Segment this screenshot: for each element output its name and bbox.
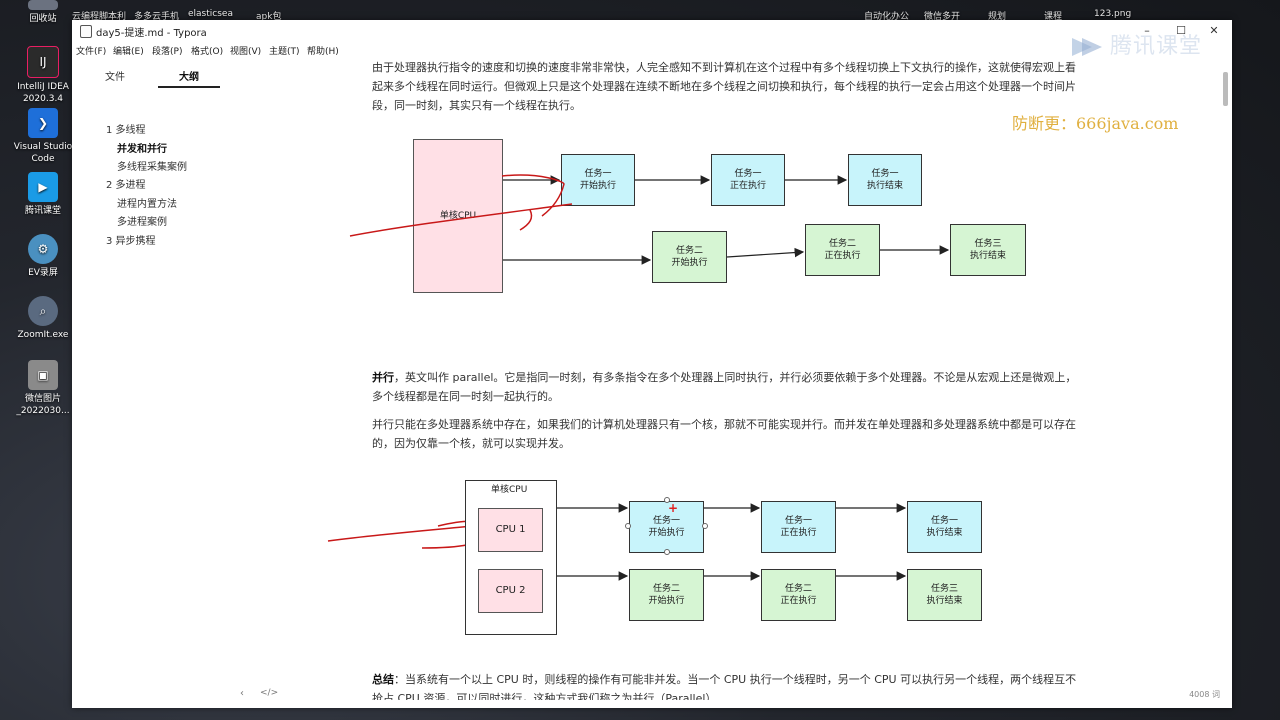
sidebar: 文件 大纲 1 多线程 并发和并行 多线程采集案例 2 多进程 进程内置方法 多… bbox=[72, 60, 302, 708]
diagram2-task1-end: 任务一 执行结束 bbox=[907, 501, 982, 553]
desktop-top-icons: 云编程脚本利 多多云手机 elasticsea apk包 自动化办公 微信多开 … bbox=[72, 0, 1280, 22]
desktop-top-icon-label[interactable]: 课程 bbox=[1044, 12, 1063, 22]
menu-theme[interactable]: 主题(T) bbox=[269, 47, 300, 57]
red-annotation bbox=[519, 209, 533, 231]
desktop-top-icon-label[interactable]: 规划 bbox=[988, 12, 1007, 22]
editor-content[interactable]: 由于处理器执行指令的速度和切换的速度非常非常快，人完全感知不到计算机在这个过程中… bbox=[302, 60, 1220, 700]
diagram2-task1-running: 任务一 正在执行 bbox=[761, 501, 836, 553]
menu-paragraph[interactable]: 段落(P) bbox=[152, 47, 183, 57]
diagram2-cpu1: CPU 1 bbox=[478, 508, 543, 552]
desktop-icon-intellij[interactable]: IJ IntelliJ IDEA 2020.3.4 bbox=[10, 46, 76, 105]
menu-view[interactable]: 视图(V) bbox=[230, 47, 262, 57]
diagram2-task3-end: 任务三 执行结束 bbox=[907, 569, 982, 621]
minimize-button[interactable]: – bbox=[1144, 24, 1150, 37]
outline-item[interactable]: 2 多进程 bbox=[106, 180, 146, 191]
menu-edit[interactable]: 编辑(E) bbox=[113, 47, 144, 57]
tencent-class-icon: ▶ bbox=[28, 172, 58, 202]
desktop-icon-tencent-class[interactable]: ▶ 腾讯课堂 bbox=[10, 172, 76, 217]
menu-file[interactable]: 文件(F) bbox=[76, 47, 107, 57]
paragraph-summary: 总结：当系统有一个以上 CPU 时，则线程的操作有可能非并发。当一个 CPU 执… bbox=[372, 670, 1084, 700]
tab-outline[interactable]: 大纲 bbox=[179, 72, 199, 83]
watermark-logo: 腾讯课堂 bbox=[1068, 28, 1202, 60]
parallel-bold: 并行 bbox=[372, 371, 394, 384]
back-chevron-icon[interactable]: ‹ bbox=[240, 688, 244, 699]
menu-format[interactable]: 格式(O) bbox=[191, 47, 224, 57]
summary-text: ：当系统有一个以上 CPU 时，则线程的操作有可能非并发。当一个 CPU 执行一… bbox=[372, 673, 1077, 700]
watermark-brand: 腾讯课堂 bbox=[1110, 34, 1203, 59]
title-bar: day5-提速.md - Typora – ☐ ✕ bbox=[72, 20, 1232, 42]
parallel-text: ，英文叫作 parallel。它是指同一时刻，有多条指令在多个处理器上同时执行，… bbox=[372, 371, 1077, 403]
diagram1-task2-running: 任务二 正在执行 bbox=[805, 224, 880, 276]
selection-handle[interactable] bbox=[625, 523, 631, 529]
desktop-icon-ev-record[interactable]: ⚙ EV录屏 bbox=[10, 234, 76, 279]
desktop-top-icon-label[interactable]: 多多云手机 bbox=[134, 12, 180, 22]
desktop-top-icon-label[interactable]: 123.png bbox=[1094, 9, 1132, 19]
desktop-icon-column: 回收站 IJ IntelliJ IDEA 2020.3.4 ❯ Visual S… bbox=[0, 0, 72, 720]
desktop-top-icon-label[interactable]: apk包 bbox=[256, 12, 282, 22]
typora-app-icon bbox=[80, 25, 92, 38]
selection-handle[interactable] bbox=[664, 549, 670, 555]
selection-handle[interactable] bbox=[664, 497, 670, 503]
diagram1-task1-start: 任务一 开始执行 bbox=[561, 154, 635, 206]
source-mode-toggle[interactable]: </> bbox=[260, 688, 279, 698]
outline-item[interactable]: 1 多线程 bbox=[106, 125, 146, 136]
tencent-class-logo-icon bbox=[1068, 34, 1104, 60]
diagram1-task2-start: 任务二 开始执行 bbox=[652, 231, 727, 283]
window-title: day5-提速.md - Typora bbox=[96, 28, 207, 39]
paragraph-parallel-note: 并行只能在多处理器系统中存在，如果我们的计算机处理器只有一个核，那就不可能实现并… bbox=[372, 418, 1076, 450]
typora-window: day5-提速.md - Typora – ☐ ✕ 文件(F) 编辑(E) 段落… bbox=[72, 20, 1232, 708]
image-file-icon: ▣ bbox=[28, 360, 58, 390]
summary-bold: 总结 bbox=[372, 673, 394, 686]
desktop-icon-zoomit[interactable]: ⌕ ZoomIt.exe bbox=[10, 296, 76, 341]
arrow bbox=[726, 247, 805, 258]
active-tab-indicator bbox=[158, 86, 220, 88]
outline-item[interactable]: 3 异步携程 bbox=[106, 236, 156, 247]
red-annotation bbox=[501, 174, 565, 217]
desktop-icon-recycle-bin[interactable]: 回收站 bbox=[10, 0, 76, 25]
maximize-button[interactable]: ☐ bbox=[1176, 24, 1186, 37]
zoomit-icon: ⌕ bbox=[28, 296, 58, 326]
watermark-site: 防断更：666java.com bbox=[1012, 114, 1179, 133]
desktop-top-icon-label[interactable]: elasticsea bbox=[188, 9, 233, 19]
desktop-top-icon-label[interactable]: 自动化办公 bbox=[864, 12, 910, 22]
vscode-icon: ❯ bbox=[28, 108, 58, 138]
selection-handle[interactable] bbox=[702, 523, 708, 529]
desktop-icon-vscode[interactable]: ❯ Visual Studio Code bbox=[10, 108, 76, 165]
diagram2-task1-start: 任务一 开始执行 bbox=[629, 501, 704, 553]
paragraph-parallel: 并行，英文叫作 parallel。它是指同一时刻，有多条指令在多个处理器上同时执… bbox=[372, 368, 1084, 406]
intellij-icon: IJ bbox=[27, 46, 59, 78]
red-annotation bbox=[349, 203, 573, 237]
desktop-icon-image[interactable]: ▣ 微信图片_2022030... bbox=[10, 360, 76, 417]
cursor-crosshair-icon: + bbox=[668, 501, 679, 515]
recycle-bin-icon bbox=[28, 0, 58, 10]
diagram2-task2-running: 任务二 正在执行 bbox=[761, 569, 836, 621]
diagram1-task1-end: 任务一 执行结束 bbox=[848, 154, 922, 206]
diagram1-task3-end: 任务三 执行结束 bbox=[950, 224, 1026, 276]
menu-help[interactable]: 帮助(H) bbox=[307, 47, 339, 57]
vertical-scrollbar[interactable] bbox=[1223, 72, 1228, 106]
tab-files[interactable]: 文件 bbox=[105, 72, 125, 83]
desktop-top-icon-label[interactable]: 微信多开 bbox=[924, 12, 961, 22]
paragraph-concurrency: 由于处理器执行指令的速度和切换的速度非常非常快，人完全感知不到计算机在这个过程中… bbox=[372, 61, 1076, 112]
desktop-top-icon-label[interactable]: 云编程脚本利 bbox=[72, 12, 127, 22]
ev-record-icon: ⚙ bbox=[28, 234, 58, 264]
outline-item[interactable]: 进程内置方法 bbox=[117, 199, 177, 210]
close-button[interactable]: ✕ bbox=[1209, 24, 1219, 37]
outline-item[interactable]: 并发和并行 bbox=[117, 144, 167, 155]
diagram1-cpu-box: 单核CPU bbox=[413, 139, 503, 293]
diagram1-task1-running: 任务一 正在执行 bbox=[711, 154, 785, 206]
menu-bar: 文件(F) 编辑(E) 段落(P) 格式(O) 视图(V) 主题(T) 帮助(H… bbox=[72, 42, 1232, 60]
word-count[interactable]: 4008 词 bbox=[1189, 690, 1220, 699]
outline-item[interactable]: 多线程采集案例 bbox=[117, 162, 187, 173]
outline-item[interactable]: 多进程案例 bbox=[117, 217, 167, 228]
diagram2-outer-label: 单核CPU bbox=[491, 485, 528, 495]
red-annotation bbox=[327, 525, 473, 542]
diagram2-cpu2: CPU 2 bbox=[478, 569, 543, 613]
diagram2-task2-start: 任务二 开始执行 bbox=[629, 569, 704, 621]
